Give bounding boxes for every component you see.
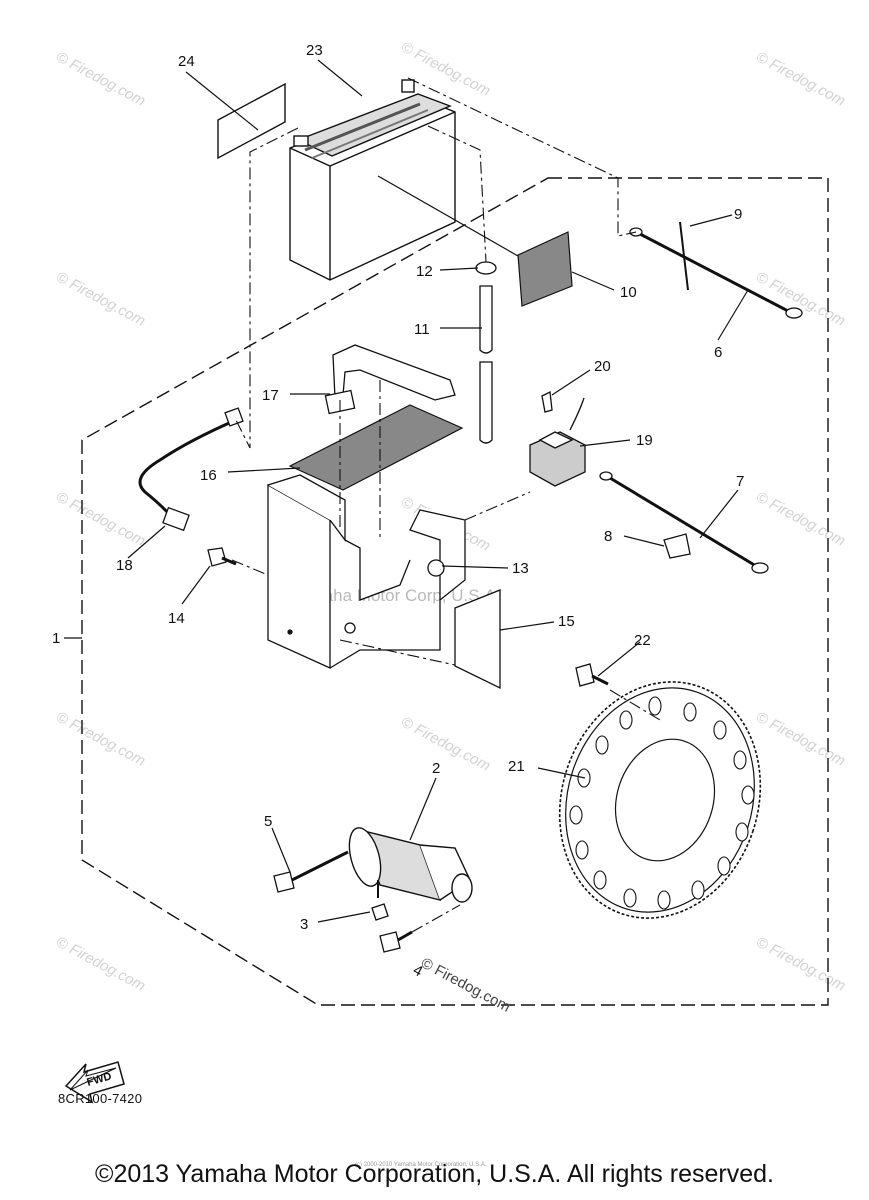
connection-lines xyxy=(231,77,661,933)
watermark: © Firedog.com xyxy=(53,934,148,995)
assembly-boundary xyxy=(81,177,829,1006)
callout-13: 13 xyxy=(512,560,529,577)
callout-1: 1 xyxy=(52,630,60,647)
callout-12: 12 xyxy=(416,263,433,280)
starter-relay xyxy=(529,391,586,487)
callout-2: 2 xyxy=(432,760,440,777)
battery-label xyxy=(217,82,286,160)
bolt-5 xyxy=(273,850,349,893)
terminal-cover xyxy=(663,533,691,559)
callout-17: 17 xyxy=(262,387,279,404)
watermark: © Firedog.com xyxy=(753,709,848,770)
callout-14: 14 xyxy=(168,610,185,627)
diagram-code: 8CR100-7420 xyxy=(58,1091,143,1106)
watermark: © Firedog.com xyxy=(53,49,148,110)
watermark: © Firedog.com xyxy=(753,489,848,550)
callout-7: 7 xyxy=(736,473,744,490)
bolt-22 xyxy=(575,663,609,687)
callout-3: 3 xyxy=(300,916,308,933)
battery-sheet xyxy=(288,404,464,491)
callout-10: 10 xyxy=(620,284,637,301)
watermark: © Firedog.com xyxy=(53,709,148,770)
callout-18: 18 xyxy=(116,557,133,574)
inline-watermark: © Firedog.com xyxy=(418,955,513,1016)
callout-20: 20 xyxy=(594,358,611,375)
bolt-4 xyxy=(379,930,413,953)
watermark: © Firedog.com xyxy=(53,269,148,330)
callout-15: 15 xyxy=(558,613,575,630)
watermark: © Firedog.com xyxy=(753,49,848,110)
forward-arrow-icon: FWD xyxy=(64,1061,125,1104)
starter-ring-gear xyxy=(558,681,762,919)
callout-6: 6 xyxy=(714,344,722,361)
leader-lines xyxy=(64,59,749,923)
caution-label xyxy=(517,231,573,307)
copyright-notice: ©2013 Yamaha Motor Corporation, U.S.A. A… xyxy=(95,1160,774,1188)
callout-19: 19 xyxy=(636,432,653,449)
callout-23: 23 xyxy=(306,42,323,59)
callout-16: 16 xyxy=(200,467,217,484)
battery xyxy=(289,79,456,281)
starter-motor xyxy=(348,827,473,903)
case-cover xyxy=(454,589,501,690)
callout-9: 9 xyxy=(734,206,742,223)
battery-case xyxy=(267,474,466,670)
callout-8: 8 xyxy=(604,528,612,545)
callout-22: 22 xyxy=(634,632,651,649)
watermark: © Firedog.com xyxy=(398,714,493,775)
nut-3 xyxy=(371,903,389,921)
watermark: © Firedog.com xyxy=(753,934,848,995)
battery-band xyxy=(324,344,456,415)
breather-hose xyxy=(475,261,497,444)
bolt-14 xyxy=(207,547,237,567)
callout-24: 24 xyxy=(178,53,195,70)
tiny-notice: (c) 2000-2010 Yamaha Motor Corporation, … xyxy=(355,1162,487,1168)
lead-wire xyxy=(138,407,244,532)
callout-11: 11 xyxy=(414,321,430,338)
negative-lead xyxy=(629,221,803,319)
watermark: © Firedog.com xyxy=(53,489,148,550)
callout-21: 21 xyxy=(508,758,525,775)
positive-lead xyxy=(599,471,769,574)
callout-5: 5 xyxy=(264,813,272,830)
